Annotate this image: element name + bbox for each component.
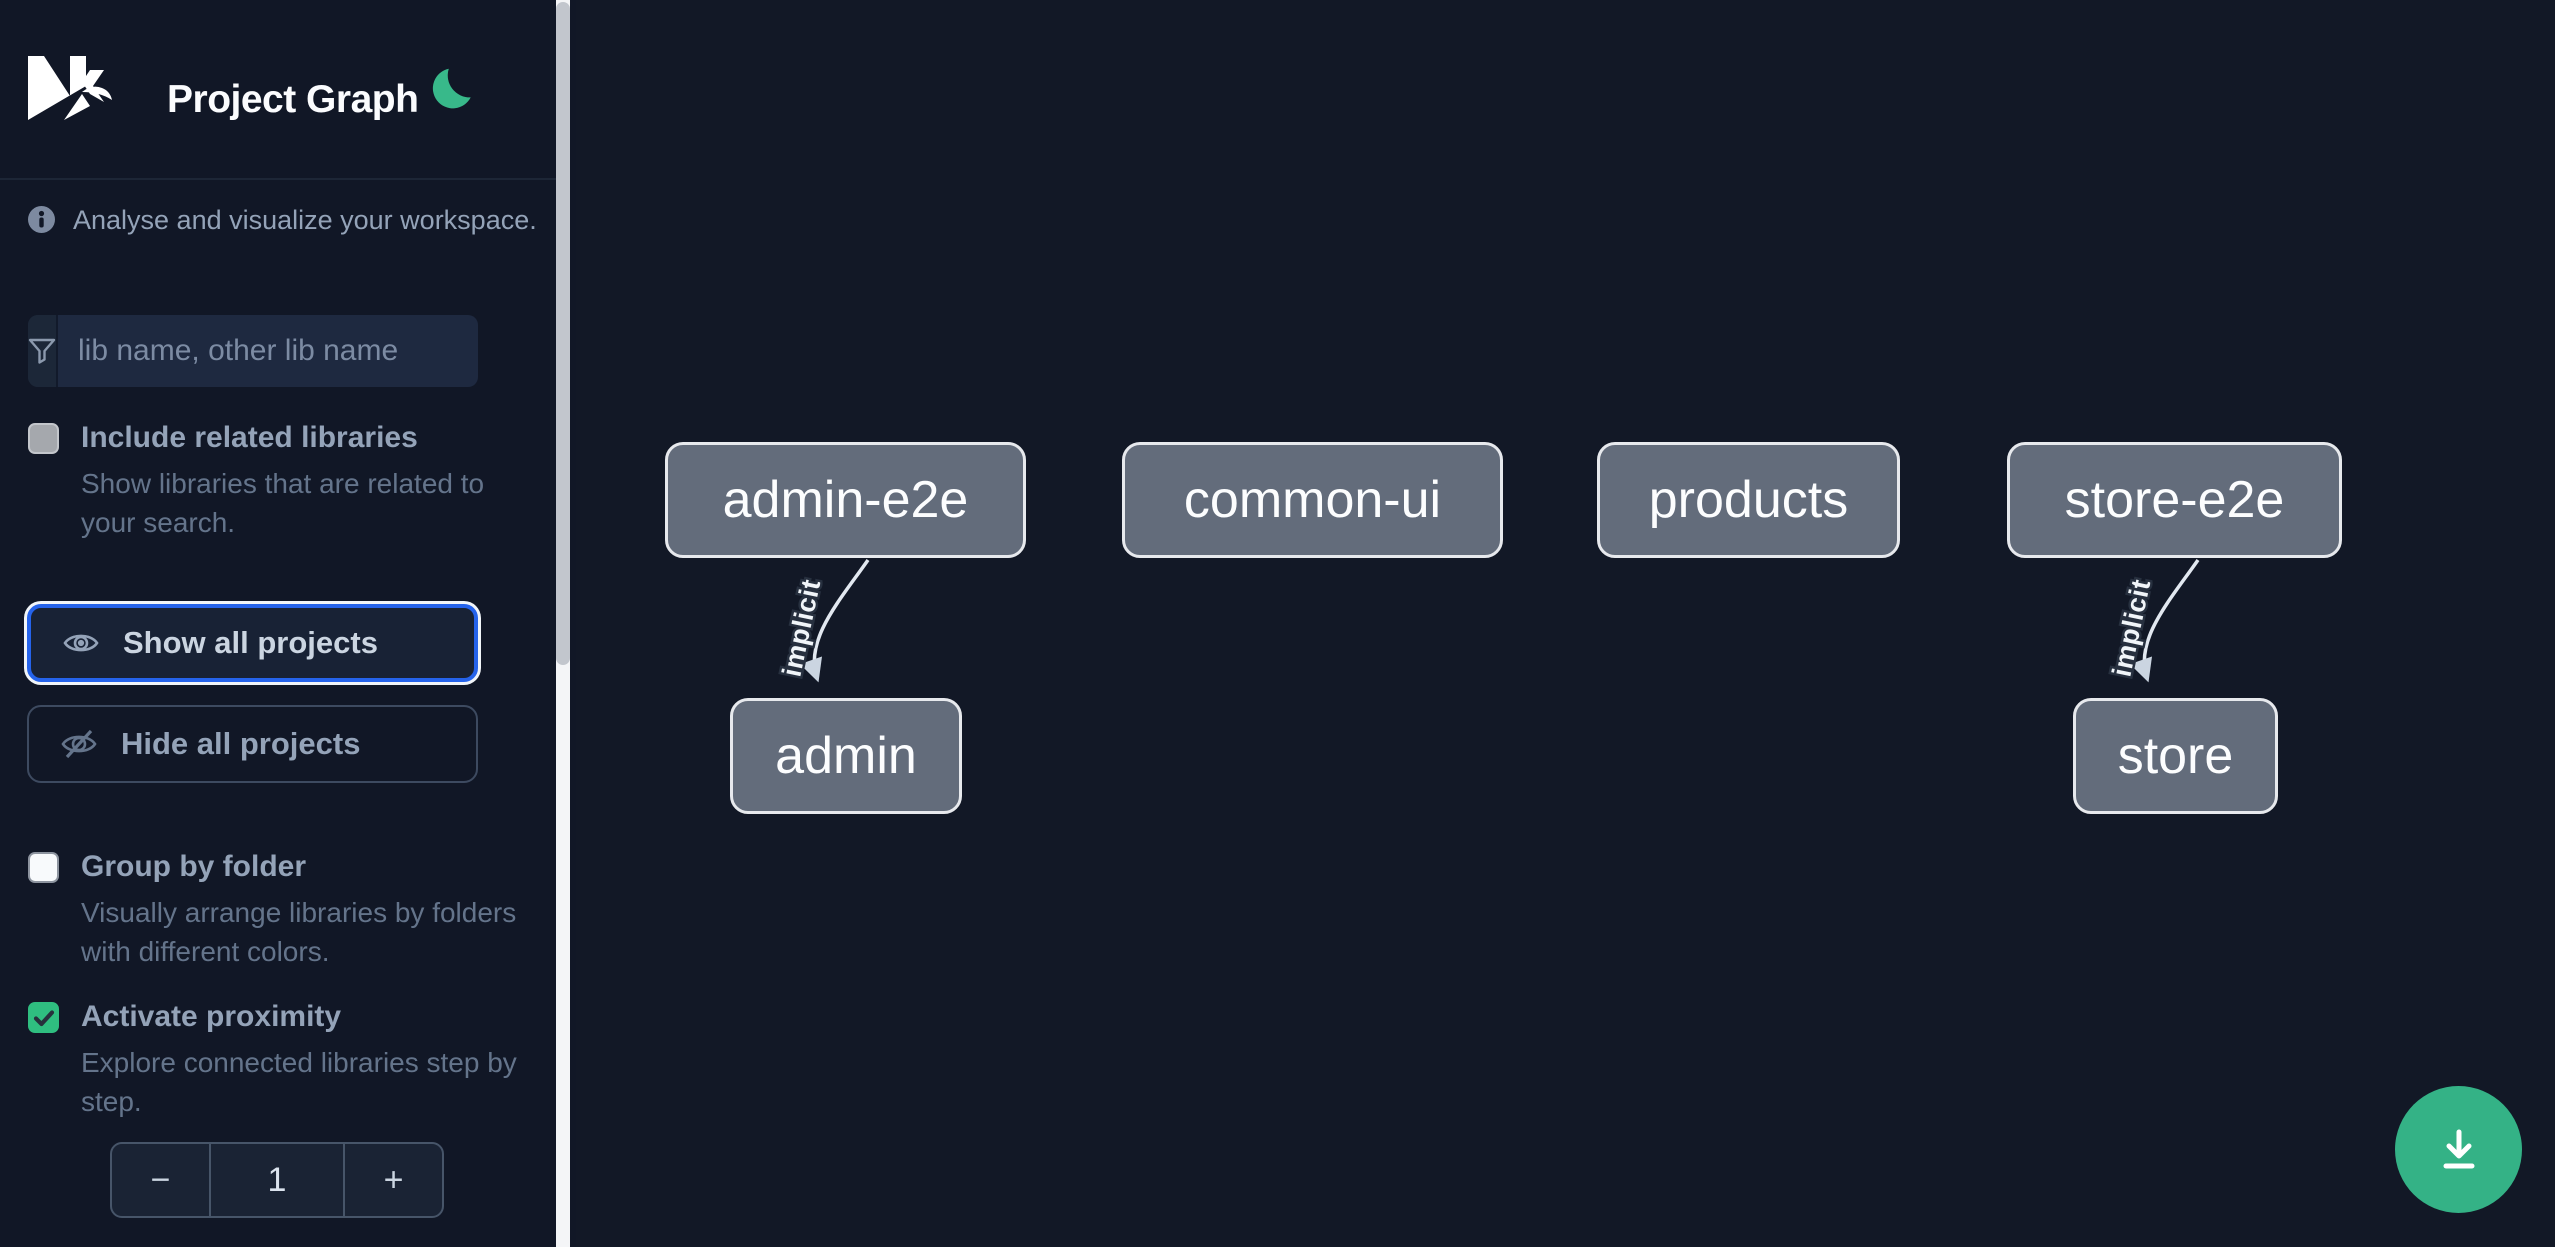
include-related-checkbox[interactable] [28,423,59,454]
edge-admin-e2e-to-admin[interactable] [799,558,870,683]
proximity-value[interactable]: 1 [209,1144,345,1216]
search-input[interactable] [58,315,478,387]
edge-store-e2e-to-store[interactable] [2129,558,2200,683]
activate-proximity-checkbox[interactable] [28,1002,59,1033]
filter-icon [28,315,58,387]
project-node-store-e2e[interactable]: store-e2e [2007,442,2342,558]
edge-label-implicit[interactable]: implicit [774,574,829,682]
hide-all-projects-label: Hide all projects [121,726,361,761]
checkmark-icon [33,1010,55,1027]
download-graph-button[interactable] [2395,1086,2522,1213]
edge-label-implicit[interactable]: implicit [2104,574,2159,682]
group-by-folder-label: Group by folder [81,850,306,883]
project-node-products[interactable]: products [1597,442,1900,558]
eye-off-icon [61,729,97,759]
project-node-store[interactable]: store [2073,698,2278,814]
option-activate-proximity: Activate proximity Explore connected lib… [28,1000,553,1121]
sidebar: Project Graph Analyse and visualize your… [0,0,576,1247]
header-divider [0,178,556,180]
group-by-folder-description: Visually arrange libraries by folders wi… [81,897,517,967]
theme-toggle-button[interactable] [425,66,471,112]
info-icon [28,206,55,233]
include-related-label: Include related libraries [81,421,418,454]
proximity-decrement-button[interactable]: − [112,1144,209,1216]
show-all-projects-button[interactable]: Show all projects [27,604,478,682]
include-related-description: Show libraries that are related to your … [81,468,485,538]
download-icon [2443,1129,2474,1168]
nx-logo [28,56,112,120]
info-text: Analyse and visualize your workspace. [73,205,537,235]
project-node-admin-e2e[interactable]: admin-e2e [665,442,1026,558]
proximity-increment-button[interactable]: + [345,1144,442,1216]
info-row: Analyse and visualize your workspace. [28,205,537,236]
show-all-projects-label: Show all projects [123,625,378,660]
sidebar-scrollbar-track[interactable] [556,0,570,1247]
proximity-stepper: − 1 + [110,1142,444,1218]
search-box [28,315,478,387]
hide-all-projects-button[interactable]: Hide all projects [27,705,478,783]
eye-icon [63,634,99,652]
sidebar-scrollbar-thumb[interactable] [556,2,570,665]
moon-icon [432,68,471,109]
graph-edges: implicit implicit [774,558,2200,683]
activate-proximity-label: Activate proximity [81,1000,342,1033]
project-graph-canvas[interactable]: implicit implicit admin-e2e common-ui pr… [576,0,2555,1247]
activate-proximity-description: Explore connected libraries step by step… [81,1047,517,1117]
page-title: Project Graph [167,78,419,121]
option-include-related: Include related libraries Show libraries… [28,421,553,542]
project-node-admin[interactable]: admin [730,698,962,814]
option-group-by-folder: Group by folder Visually arrange librari… [28,850,553,971]
project-node-common-ui[interactable]: common-ui [1122,442,1503,558]
group-by-folder-checkbox[interactable] [28,852,59,883]
sidebar-header: Project Graph [0,0,576,178]
